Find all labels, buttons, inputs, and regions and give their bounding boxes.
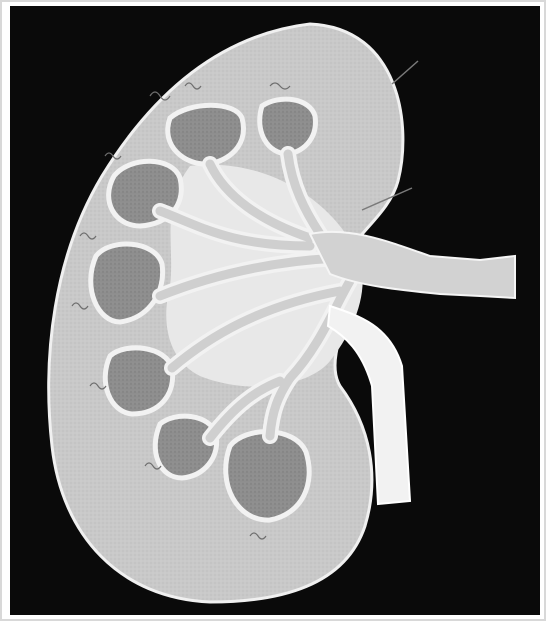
pyramid-7 — [226, 432, 309, 520]
pyramid-2 — [260, 99, 316, 154]
kidney-svg — [10, 6, 540, 615]
pyramid-5 — [105, 348, 172, 414]
pyramid-1 — [168, 105, 244, 164]
kidney-illustration — [10, 6, 540, 615]
pyramid-6 — [155, 416, 216, 478]
